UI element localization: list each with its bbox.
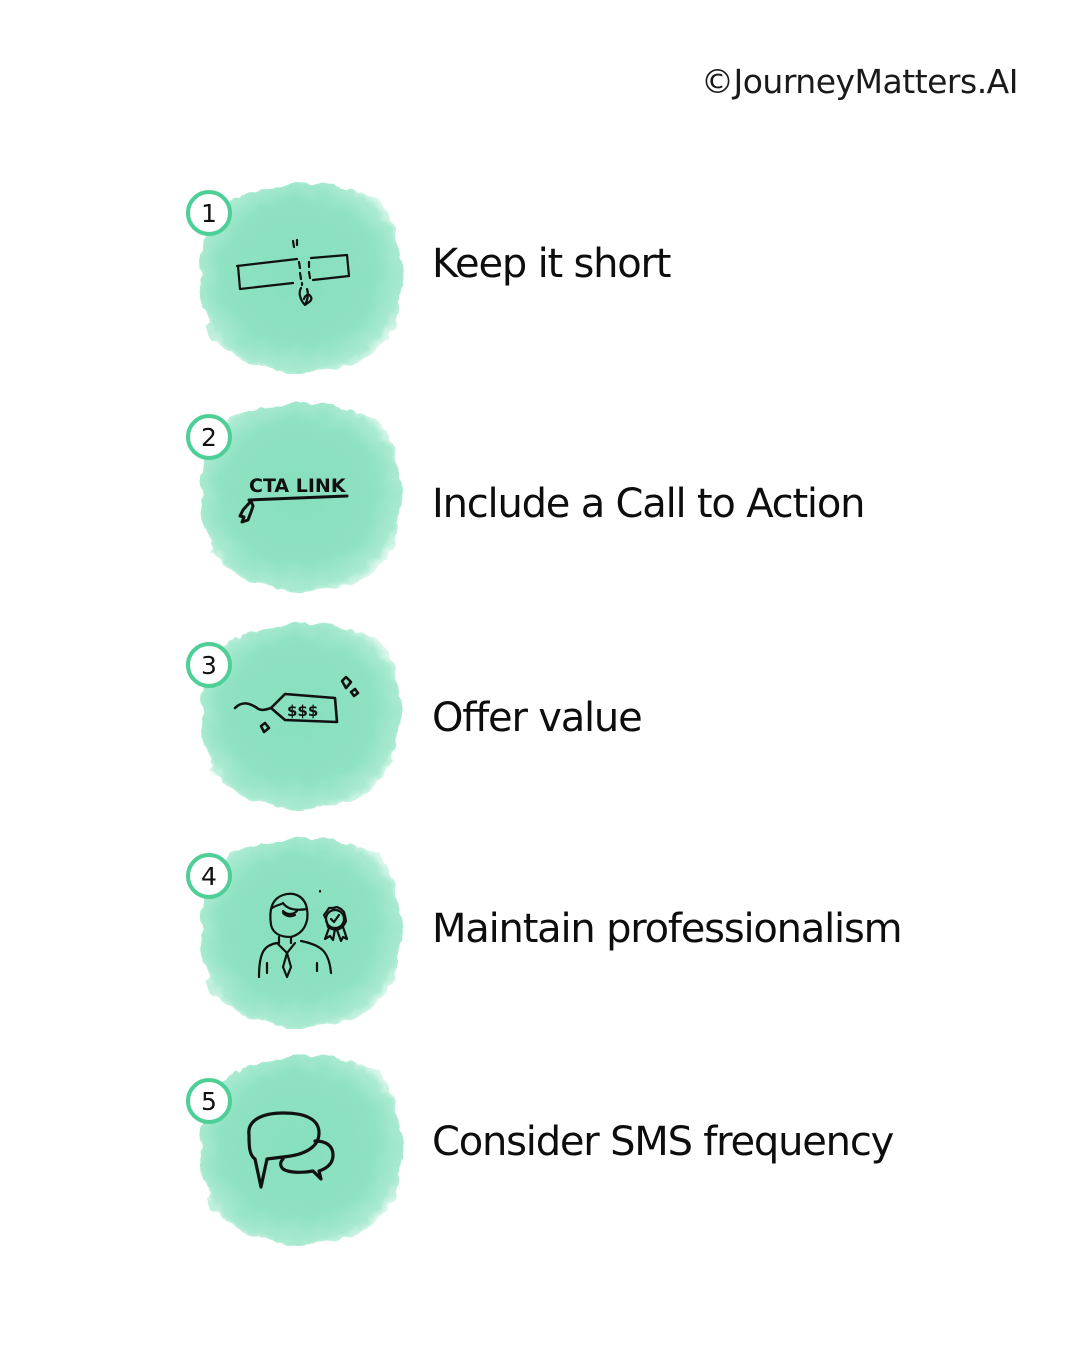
watercolor-blob [193, 178, 405, 374]
scissors-cut-bar-icon [225, 223, 375, 333]
tip-label: Offer value [432, 695, 643, 741]
svg-text:CTA LINK: CTA LINK [249, 475, 347, 497]
tip-label: Maintain professionalism [432, 906, 903, 952]
tip-item-2: 2 CTA LINK Include a Call to Action [0, 398, 1080, 598]
tip-item-3: 3 $$$ Offer value [0, 616, 1080, 816]
professional-badge-icon [225, 881, 375, 991]
step-number-badge: 3 [186, 642, 232, 688]
step-number-badge: 5 [186, 1078, 232, 1124]
step-number-badge: 1 [186, 190, 232, 236]
step-number-badge: 2 [186, 414, 232, 460]
price-tag-icon: $$$ [225, 656, 375, 766]
tip-label: Consider SMS frequency [432, 1119, 894, 1165]
watercolor-blob [193, 1050, 405, 1246]
tip-label: Include a Call to Action [432, 481, 865, 527]
watercolor-blob [193, 616, 405, 812]
tip-item-5: 5 Consider SMS frequency [0, 1050, 1080, 1250]
chat-bubbles-icon [225, 1095, 375, 1205]
step-number-badge: 4 [186, 853, 232, 899]
cta-link-cursor-icon: CTA LINK [225, 460, 375, 570]
tip-label: Keep it short [432, 241, 671, 287]
svg-text:$$$: $$$ [287, 702, 318, 720]
tip-item-4: 4 Maintain professionalism [0, 833, 1080, 1033]
tip-item-1: 1 Keep it short [0, 178, 1080, 378]
copyright-text: ©JourneyMatters.AI [700, 62, 1019, 101]
